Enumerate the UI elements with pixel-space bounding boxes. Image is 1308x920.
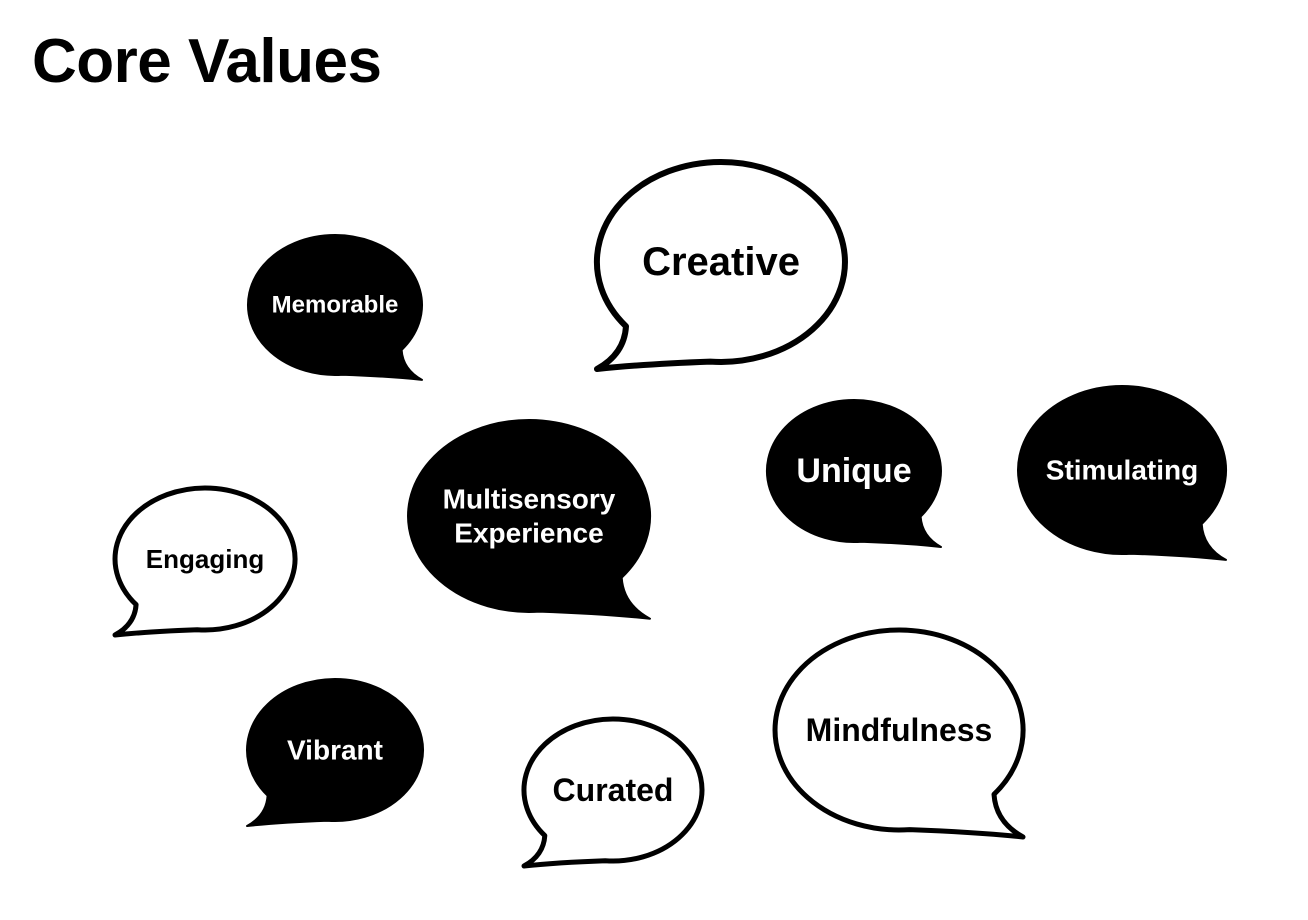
value-bubble-unique: Unique [765, 399, 942, 548]
value-label: Stimulating [1046, 455, 1198, 486]
value-label: Memorable [272, 292, 399, 319]
value-label: Engaging [146, 544, 264, 574]
speech-bubble-shape [246, 678, 424, 827]
value-bubble-engaging: Engaging [112, 485, 298, 638]
value-bubble-stimulating: Stimulating [1017, 385, 1227, 561]
speech-bubble-shape [407, 418, 652, 620]
value-label: Vibrant [287, 735, 383, 766]
value-label: Creative [642, 240, 800, 284]
speech-bubble-shape [112, 485, 298, 638]
value-bubble-memorable: Memorable [247, 234, 423, 381]
page-title: Core Values [32, 27, 382, 96]
value-bubble-mindfulness: Mindfulness [772, 627, 1026, 840]
speech-bubble-shape [521, 716, 705, 869]
value-label: Multisensory [443, 483, 616, 514]
speech-bubble-shape [593, 159, 848, 372]
value-bubble-vibrant: Vibrant [246, 678, 424, 827]
speech-bubble-shape [247, 234, 423, 381]
value-label: Curated [553, 772, 674, 808]
speech-bubble-shape [765, 399, 942, 548]
value-label: Experience [454, 518, 603, 549]
value-label: Mindfulness [806, 712, 993, 748]
speech-bubble-shape [772, 627, 1026, 840]
value-bubble-curated: Curated [521, 716, 705, 869]
value-label: Unique [796, 452, 911, 490]
speech-bubble-shape [1017, 385, 1227, 561]
value-bubble-creative: Creative [593, 159, 848, 372]
